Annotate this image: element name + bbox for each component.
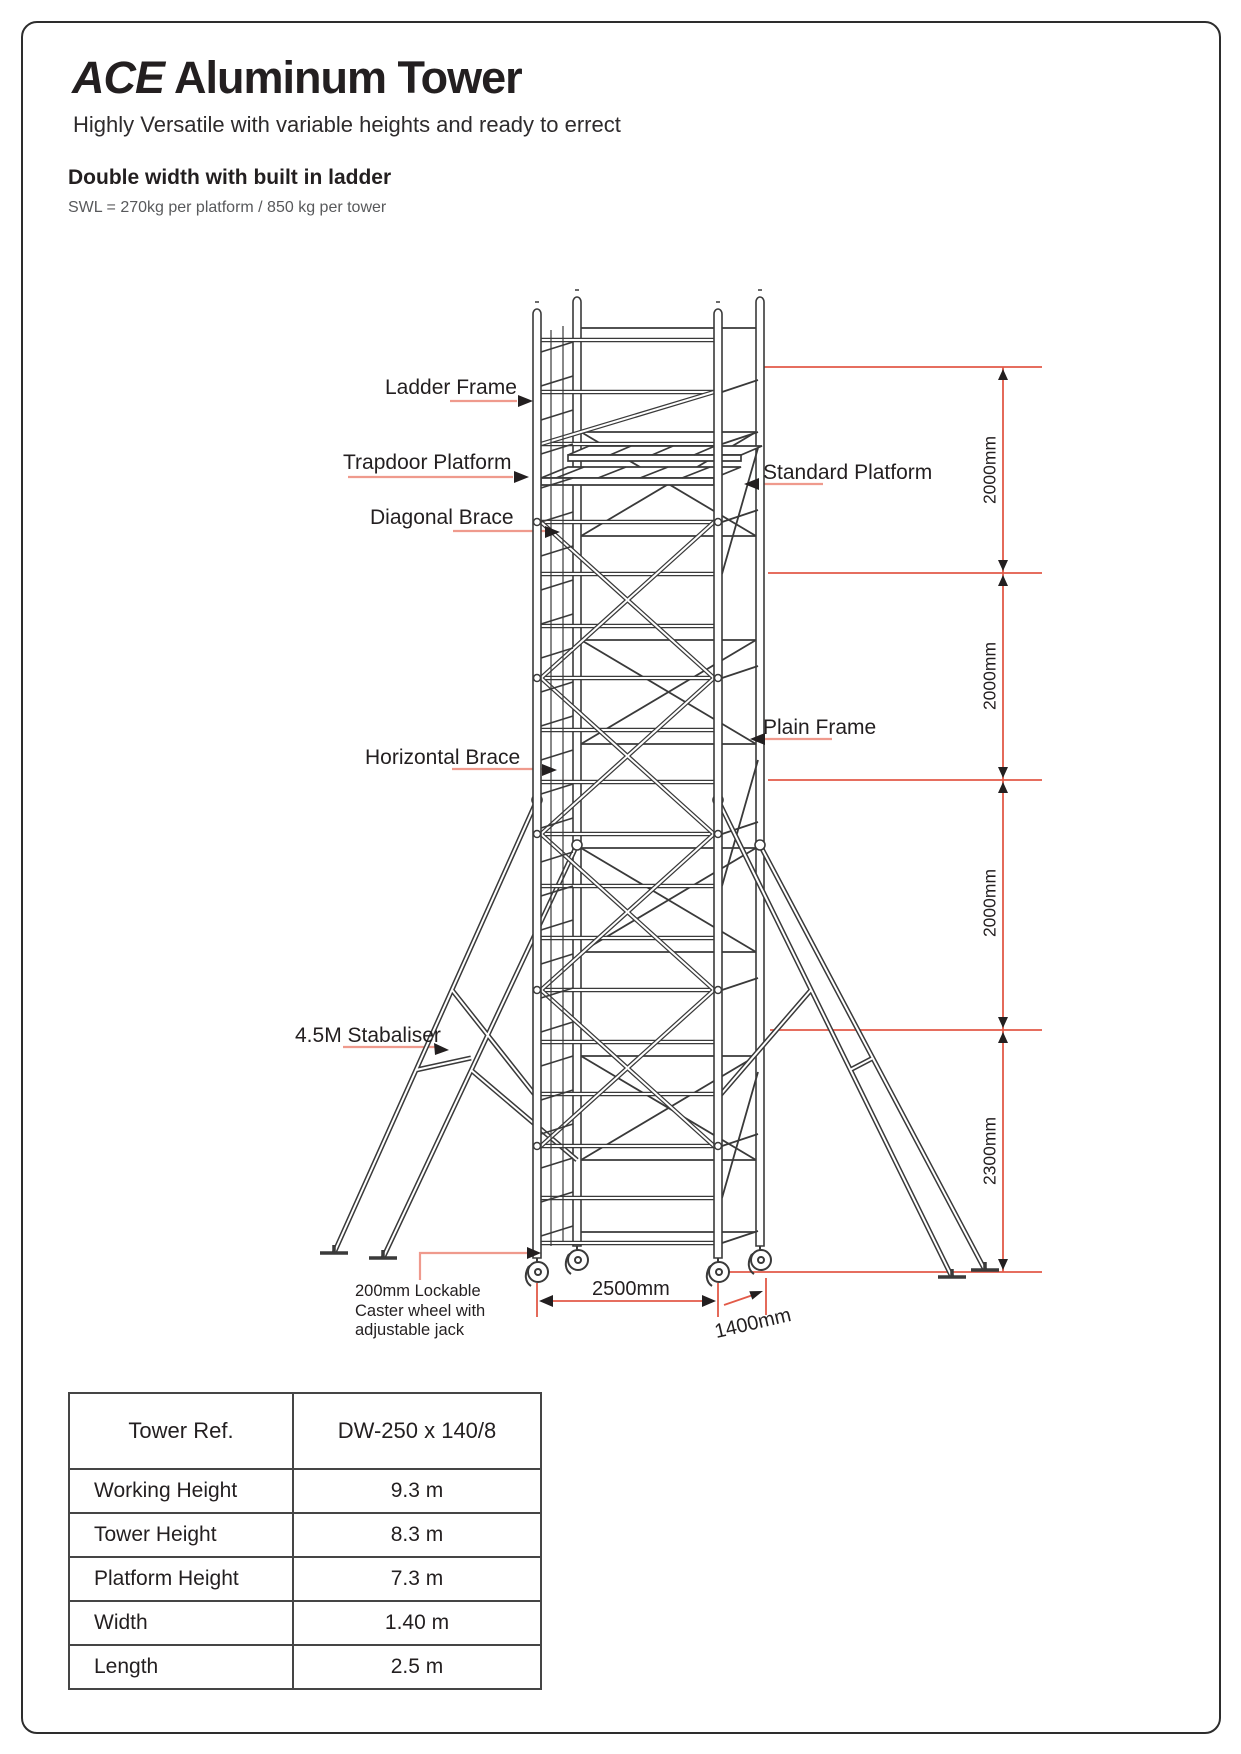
caster-wheels <box>524 1246 772 1287</box>
spec-label: Length <box>68 1644 294 1690</box>
spec-value: 1.40 m <box>292 1600 542 1646</box>
stabiliser-feet <box>320 1245 999 1279</box>
front-braces-outer <box>541 392 714 1146</box>
spec-value: 8.3 m <box>292 1512 542 1558</box>
swl-note: SWL = 270kg per platform / 850 kg per to… <box>68 199 387 216</box>
spec-row-length: Length 2.5 m <box>68 1644 542 1690</box>
coupler-dots <box>532 517 723 1151</box>
page-border <box>21 21 1221 1734</box>
caster-front-left <box>524 1258 549 1287</box>
spec-value: 2.5 m <box>292 1644 542 1690</box>
tower-front-posts <box>532 301 723 1259</box>
label-horizontal-brace: Horizontal Brace <box>365 746 521 769</box>
label-standard-platform: Standard Platform <box>763 461 933 484</box>
tower-rear-frame <box>572 289 765 1247</box>
caster-note-line2: Caster wheel with <box>355 1301 486 1320</box>
spec-row-platform-height: Platform Height 7.3 m <box>68 1556 542 1602</box>
dim-height-1: 2000mm <box>979 435 1000 505</box>
title-rest: Aluminum Tower <box>174 52 523 103</box>
label-stabiliser: 4.5M Stabaliser <box>295 1024 441 1047</box>
caster-front-right <box>705 1258 730 1287</box>
caster-note: 200mm Lockable Caster wheel with adjusta… <box>355 1282 485 1341</box>
arrowheads <box>434 369 1008 1307</box>
spec-header-model: DW-250 x 140/8 <box>292 1392 542 1470</box>
dim-height-2: 2000mm <box>979 641 1000 711</box>
variant-heading: Double width with built in ladder <box>68 166 392 189</box>
tower-side-members <box>721 379 759 1244</box>
dim-height-4: 2300mm <box>979 1116 1000 1186</box>
label-plain-frame: Plain Frame <box>763 716 877 739</box>
spec-row-width: Width 1.40 m <box>68 1600 542 1646</box>
dimension-lines <box>536 366 1042 1317</box>
page-subtitle: Highly Versatile with variable heights a… <box>73 112 621 137</box>
spec-label: Working Height <box>68 1468 294 1514</box>
spec-row-tower-height: Tower Height 8.3 m <box>68 1512 542 1558</box>
spec-value: 7.3 m <box>292 1556 542 1602</box>
brand-name: ACE <box>72 52 165 103</box>
spec-header-row: Tower Ref. DW-250 x 140/8 <box>68 1392 542 1470</box>
caster-note-line3: adjustable jack <box>355 1321 465 1339</box>
spec-row-working-height: Working Height 9.3 m <box>68 1468 542 1514</box>
front-braces-inner <box>540 391 715 1147</box>
spec-label: Width <box>68 1600 294 1646</box>
dim-width: 2500mm <box>592 1278 670 1300</box>
spec-label: Platform Height <box>68 1556 294 1602</box>
spec-header-ref: Tower Ref. <box>68 1392 294 1470</box>
dim-height-3: 2000mm <box>979 868 1000 938</box>
caster-note-line1: 200mm Lockable <box>355 1282 481 1300</box>
spec-table: Tower Ref. DW-250 x 140/8 Working Height… <box>68 1392 542 1690</box>
label-trapdoor-platform: Trapdoor Platform <box>343 451 512 474</box>
caster-rear-right <box>747 1246 772 1275</box>
spec-label: Tower Height <box>68 1512 294 1558</box>
label-diagonal-brace: Diagonal Brace <box>370 506 514 529</box>
spec-value: 9.3 m <box>292 1468 542 1514</box>
caster-rear-left <box>564 1246 589 1275</box>
label-ladder-frame: Ladder Frame <box>385 376 517 399</box>
leader-lines <box>343 399 832 1280</box>
